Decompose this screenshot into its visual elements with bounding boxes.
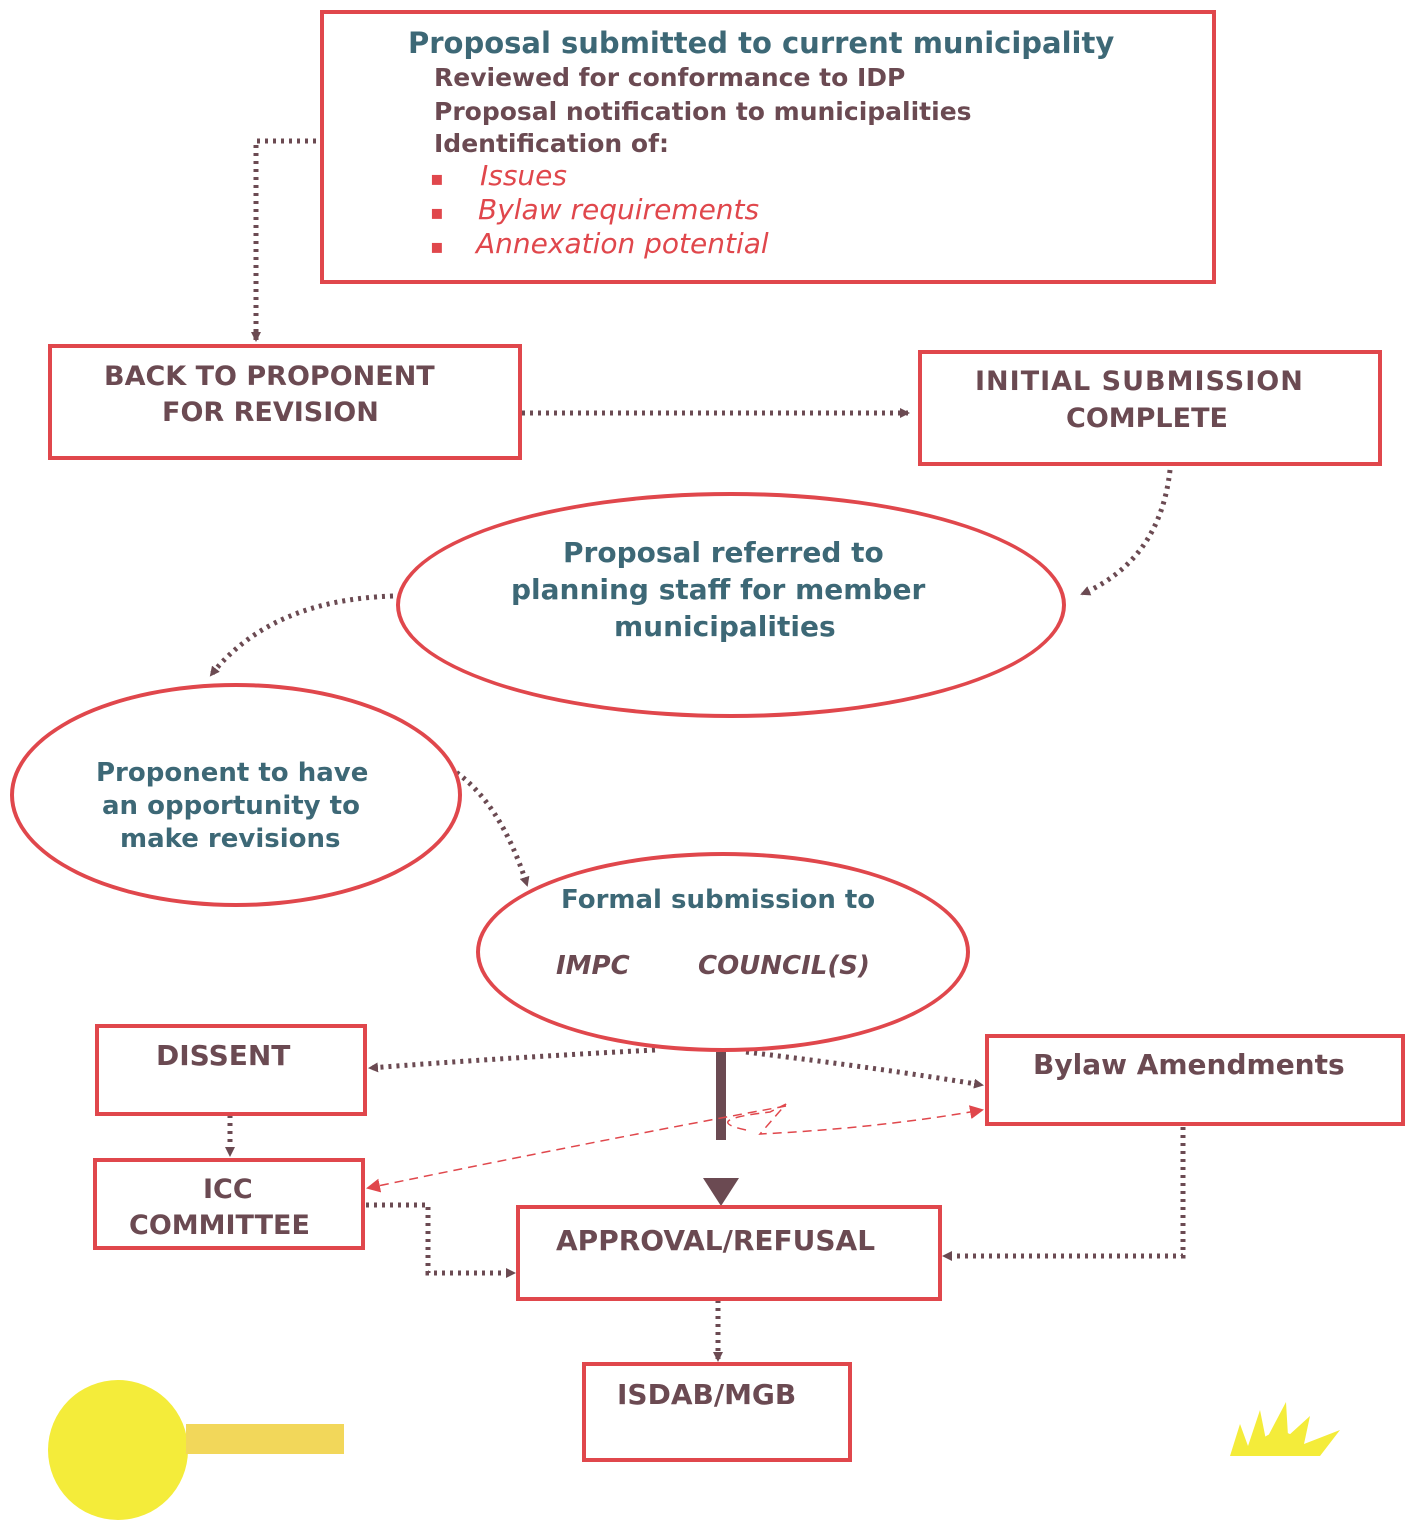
- dissent-label: DISSENT: [156, 1039, 291, 1072]
- back-to-proponent-box: [48, 344, 522, 460]
- formal-to-approval-arrowhead: [703, 1178, 739, 1206]
- bylaw-label: Bylaw Amendments: [1033, 1048, 1345, 1081]
- bullet-issues: Issues: [480, 159, 567, 192]
- bylaw-amendments-box: [985, 1034, 1405, 1126]
- approval-refusal-box: [516, 1205, 942, 1301]
- top-title: Proposal submitted to current municipali…: [408, 26, 1115, 60]
- arrow-icc-to-approval: [366, 1202, 516, 1278]
- dissent-box: [95, 1024, 367, 1116]
- initial-line-2: COMPLETE: [1066, 403, 1228, 434]
- arrow-proponent-to-formal: [448, 765, 530, 887]
- icc-line-1: ICC: [203, 1174, 253, 1205]
- referred-line-2: planning staff for member: [511, 573, 926, 606]
- logo-banner-left: [186, 1424, 344, 1454]
- top-proposal-box: [320, 10, 1216, 284]
- bullet-marker: ▪: [430, 166, 444, 190]
- proponent-revisions-ellipse: [10, 683, 462, 907]
- initial-submission-box: [918, 350, 1382, 466]
- sun-logo-right: [1230, 1402, 1340, 1456]
- bullet-bylaw-requirements: Bylaw requirements: [478, 193, 760, 226]
- back-line-2: FOR REVISION: [162, 397, 379, 428]
- referred-line-3: municipalities: [614, 610, 836, 643]
- approval-label: APPROVAL/REFUSAL: [556, 1224, 876, 1257]
- initial-line-1: INITIAL SUBMISSION: [975, 366, 1304, 397]
- formal-submission-ellipse: [476, 852, 970, 1052]
- back-line-1: BACK TO PROPONENT: [104, 361, 435, 392]
- arrow-pink-to-icc: [366, 1105, 787, 1193]
- proposal-referred-ellipse: [396, 492, 1066, 718]
- top-line-notification: Proposal notification to municipalities: [434, 97, 972, 126]
- formal-impc: IMPC: [556, 951, 630, 981]
- referred-line-1: Proposal referred to: [563, 536, 884, 569]
- arrow-bylaw-to-approval: [942, 1127, 1186, 1261]
- arrow-formal-to-dissent: [368, 1047, 656, 1073]
- proponent-line-1: Proponent to have: [96, 758, 369, 788]
- formal-to-approval-bar: [716, 1052, 726, 1140]
- bullet-marker: ▪: [430, 200, 444, 224]
- arrow-formal-to-bylaw: [745, 1049, 984, 1089]
- icc-line-2: COMMITTEE: [129, 1210, 310, 1241]
- arrow-referred-to-proponent: [209, 593, 394, 677]
- bullet-annexation-potential: Annexation potential: [476, 227, 769, 260]
- top-line-identification: Identification of:: [434, 129, 669, 158]
- isdab-label: ISDAB/MGB: [617, 1378, 797, 1411]
- proponent-line-3: make revisions: [120, 824, 341, 854]
- arrow-initial-to-referred: [1080, 469, 1173, 597]
- sun-logo-left: [48, 1380, 188, 1520]
- formal-line-1: Formal submission to: [561, 885, 876, 915]
- top-line-review: Reviewed for conformance to IDP: [434, 63, 906, 92]
- proponent-line-2: an opportunity to: [102, 791, 360, 821]
- arrow-top-to-back: [251, 138, 316, 342]
- isdab-mgb-box: [582, 1362, 852, 1462]
- arrow-pink-to-bylaw: [727, 1103, 984, 1135]
- bullet-marker: ▪: [430, 234, 444, 258]
- flow-connectors: [209, 138, 1186, 1362]
- formal-councils: COUNCIL(S): [698, 951, 870, 981]
- icc-committee-box: [93, 1158, 365, 1250]
